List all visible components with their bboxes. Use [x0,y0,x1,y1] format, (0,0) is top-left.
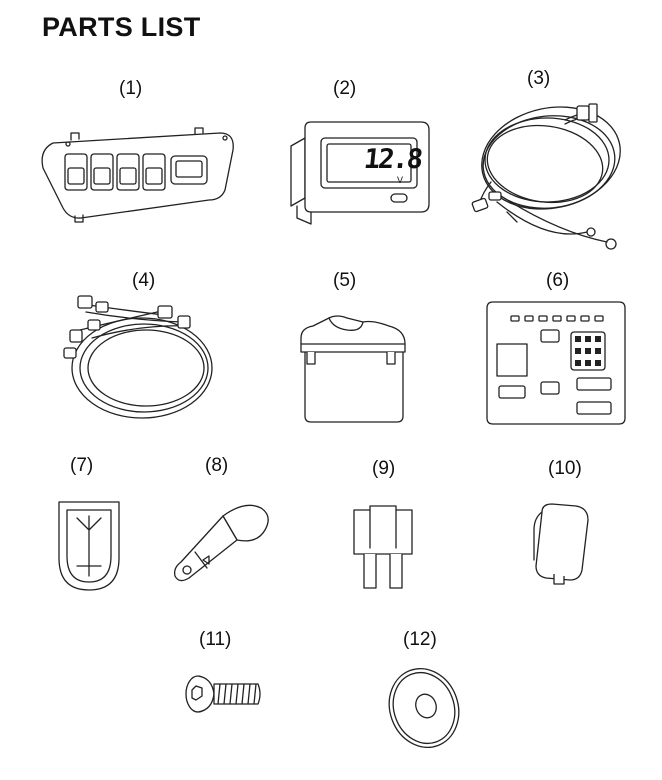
washer-illustration [384,664,464,754]
part-label-7: (7) [70,455,94,476]
page-title: PARTS LIST [42,12,201,42]
part-label-3: (3) [527,68,551,89]
part-label-11: (11) [199,629,232,650]
part-label-12: (12) [403,629,437,650]
switch-panel-illustration [35,128,245,223]
part-label-8: (8) [205,455,229,476]
fuse-relay-board-illustration [483,298,629,428]
mini-fuse-illustration [348,500,418,595]
part-label-9: (9) [372,458,396,479]
wire-loop-harness-illustration [62,290,222,430]
part-label-6: (6) [546,270,570,291]
wire-harness-illustration [467,92,627,262]
voltmeter-reading: 12.8 [362,144,423,175]
voltmeter-unit: V [397,175,404,185]
part-label-10: (10) [548,458,582,479]
shield-label-illustration [55,496,123,594]
push-rivet-illustration [165,498,275,588]
battery-box-illustration [293,300,413,430]
rubber-pad-illustration [528,500,594,588]
part-label-4: (4) [132,270,156,291]
part-label-5: (5) [333,270,357,291]
screw-illustration [180,672,264,716]
part-label-1: (1) [119,78,143,99]
part-label-2: (2) [333,78,357,99]
